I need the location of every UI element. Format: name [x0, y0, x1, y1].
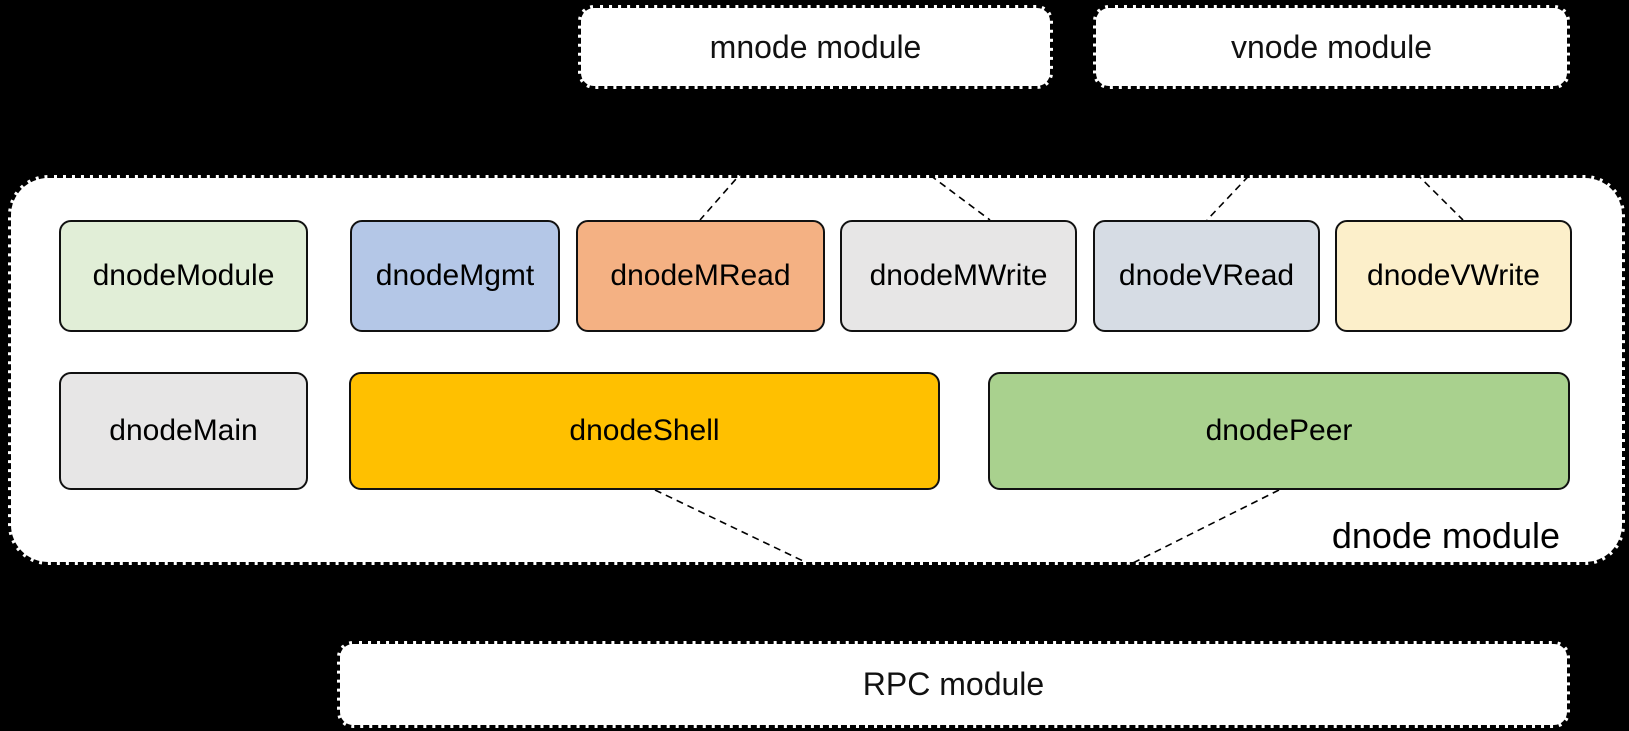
mnode-module-label: mnode module [709, 28, 922, 65]
vnode-module-label: vnode module [1230, 28, 1433, 65]
rpc-module-label: RPC module [862, 666, 1045, 702]
dnode-vwrite-box: dnodeVWrite [1335, 220, 1572, 332]
dnode-module-component-box: dnodeModule [59, 220, 308, 332]
rpc-module-box: RPC module [337, 641, 1570, 728]
dnode-mwrite-box: dnodeMWrite [840, 220, 1077, 332]
vnode-module-box: vnode module [1093, 5, 1570, 89]
dnode-mwrite-label: dnodeMWrite [869, 259, 1048, 292]
dnode-shell-label: dnodeShell [569, 414, 720, 447]
dnode-shell-box: dnodeShell [349, 372, 940, 490]
dnode-main-box: dnodeMain [59, 372, 308, 490]
dnode-module-component-label: dnodeModule [92, 259, 275, 292]
dnode-peer-box: dnodePeer [988, 372, 1570, 490]
dnode-mgmt-label: dnodeMgmt [375, 259, 535, 292]
dnode-mgmt-box: dnodeMgmt [350, 220, 560, 332]
dnode-vread-box: dnodeVRead [1093, 220, 1320, 332]
dnode-module-caption: dnode module [1331, 515, 1560, 556]
dnode-mread-box: dnodeMRead [576, 220, 825, 332]
dnode-peer-label: dnodePeer [1205, 414, 1353, 447]
mnode-module-box: mnode module [578, 5, 1053, 89]
dnode-mread-label: dnodeMRead [610, 259, 791, 292]
dnode-main-label: dnodeMain [109, 414, 258, 447]
dnode-vread-label: dnodeVRead [1118, 259, 1295, 292]
dnode-vwrite-label: dnodeVWrite [1367, 259, 1540, 292]
